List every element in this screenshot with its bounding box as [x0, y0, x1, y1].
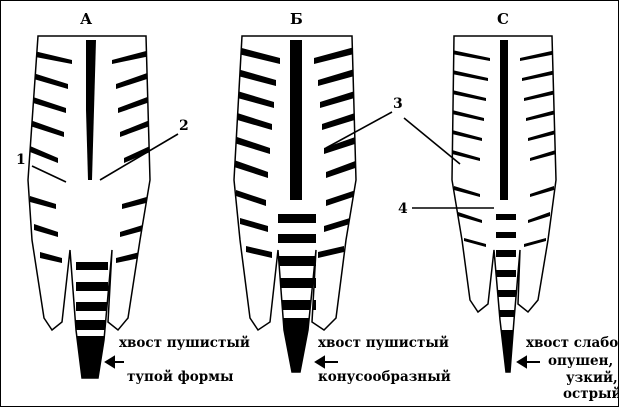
callout-2: 2 [179, 118, 189, 134]
caption-a-line1: хвост пушистый [119, 336, 250, 351]
caption-b-line2: конусообразный [318, 370, 451, 385]
caption-c-line4: острый [563, 387, 619, 402]
panel-letter-c: С [497, 10, 509, 28]
caption-arrows [106, 357, 540, 367]
caption-a-line2: тупой формы [127, 370, 233, 385]
panel-letter-a: А [80, 10, 92, 28]
panel-a-body [28, 36, 150, 378]
arrow-c-head [518, 357, 526, 367]
panel-c-body [452, 36, 556, 372]
panel-b-body [234, 36, 358, 372]
arrow-b-head [316, 357, 324, 367]
leader-line-3b [404, 118, 460, 164]
caption-b-line1: хвост пушистый [318, 336, 449, 351]
callout-1: 1 [16, 152, 26, 168]
arrow-a-head [106, 357, 114, 367]
callout-3: 3 [393, 96, 403, 112]
caption-c-line2: опушен, [548, 354, 613, 369]
caption-c-line1: хвост слабо [526, 336, 618, 351]
caption-c-line3: узкий, [566, 371, 618, 386]
panel-letter-b: Б [290, 10, 303, 28]
callout-4: 4 [398, 201, 408, 217]
